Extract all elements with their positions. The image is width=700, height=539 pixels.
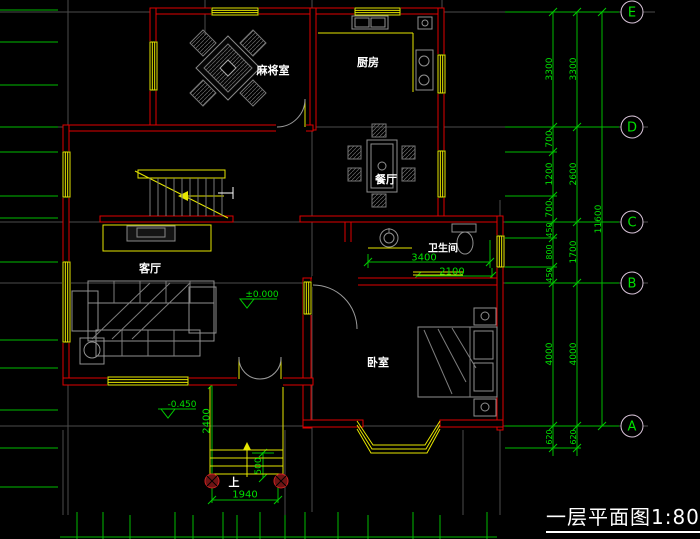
dim-text: 3300 bbox=[545, 57, 555, 80]
dim-text: 2400 bbox=[202, 408, 213, 433]
door-swing-arc bbox=[238, 98, 358, 380]
room-label-bedroom: 卧室 bbox=[367, 355, 389, 369]
grid-bubble-label: D bbox=[627, 121, 637, 136]
dim-text: 1700 bbox=[569, 240, 579, 263]
grid-bubble-label: B bbox=[628, 277, 637, 292]
grid-line bbox=[0, 0, 655, 515]
grid-bubble-ring bbox=[620, 0, 644, 24]
dim-text: 3400 bbox=[411, 253, 436, 264]
dim-text: 700 bbox=[545, 200, 555, 217]
grid-bubble-label: A bbox=[628, 420, 637, 435]
room-label-kitchen: 厨房 bbox=[357, 55, 379, 69]
dim-text: 1200 bbox=[545, 162, 555, 185]
grid-bubbles: E D C B A bbox=[620, 0, 644, 438]
dim-text: 11600 bbox=[594, 204, 604, 233]
tv-screen bbox=[126, 225, 176, 242]
furniture-line bbox=[91, 228, 477, 397]
level-marker-text: ±0.000 bbox=[245, 290, 279, 300]
door-opening bbox=[237, 123, 358, 387]
dim-text: 1940 bbox=[232, 490, 257, 501]
mahjong-center bbox=[219, 59, 237, 77]
dim-text: 620 bbox=[545, 429, 554, 444]
room-label-dining: 餐厅 bbox=[374, 172, 397, 186]
dim-text: 700 bbox=[545, 130, 555, 147]
dim-text: 4000 bbox=[545, 342, 555, 365]
window bbox=[62, 7, 505, 386]
level-marker-triangle bbox=[159, 298, 256, 419]
stair-break-symbol bbox=[218, 187, 234, 199]
room-label-mahjong: 麻将室 bbox=[256, 63, 290, 77]
stair-arrowhead bbox=[178, 191, 251, 450]
room-label-living: 客厅 bbox=[138, 261, 161, 275]
toilet-bowl bbox=[456, 231, 474, 255]
porch-column-cross bbox=[206, 475, 287, 487]
stair-tread bbox=[149, 178, 223, 216]
bay-window bbox=[356, 420, 441, 454]
level-marker-text: -0.450 bbox=[167, 400, 196, 410]
dim-text: 450 bbox=[545, 267, 554, 282]
stair-up-label: 上 bbox=[229, 475, 240, 489]
dim-text: 3300 bbox=[569, 57, 579, 80]
grid-bubble-ring bbox=[620, 115, 644, 139]
drawing-title: 一层平面图1:80 bbox=[546, 501, 700, 533]
dim-text: 620 bbox=[569, 429, 578, 444]
grid-bubble-label: C bbox=[627, 216, 636, 231]
grid-bubble-ring bbox=[620, 210, 644, 234]
room-label-bathroom: 卫生间 bbox=[428, 242, 458, 255]
dim-text: 2600 bbox=[569, 162, 579, 185]
furniture-circle bbox=[83, 19, 490, 412]
dim-text: 2100 bbox=[439, 267, 464, 278]
grid-bubble-ring bbox=[620, 414, 644, 438]
dimension-line bbox=[0, 9, 619, 539]
dim-text: 500 bbox=[254, 457, 264, 474]
dim-text: 450 bbox=[545, 222, 554, 237]
grid-bubble-ring bbox=[620, 271, 644, 295]
grid-bubble-label: E bbox=[628, 6, 636, 21]
dining-chair bbox=[347, 123, 416, 208]
dim-text: 800 bbox=[545, 244, 554, 259]
dim-text: 4000 bbox=[569, 342, 579, 365]
